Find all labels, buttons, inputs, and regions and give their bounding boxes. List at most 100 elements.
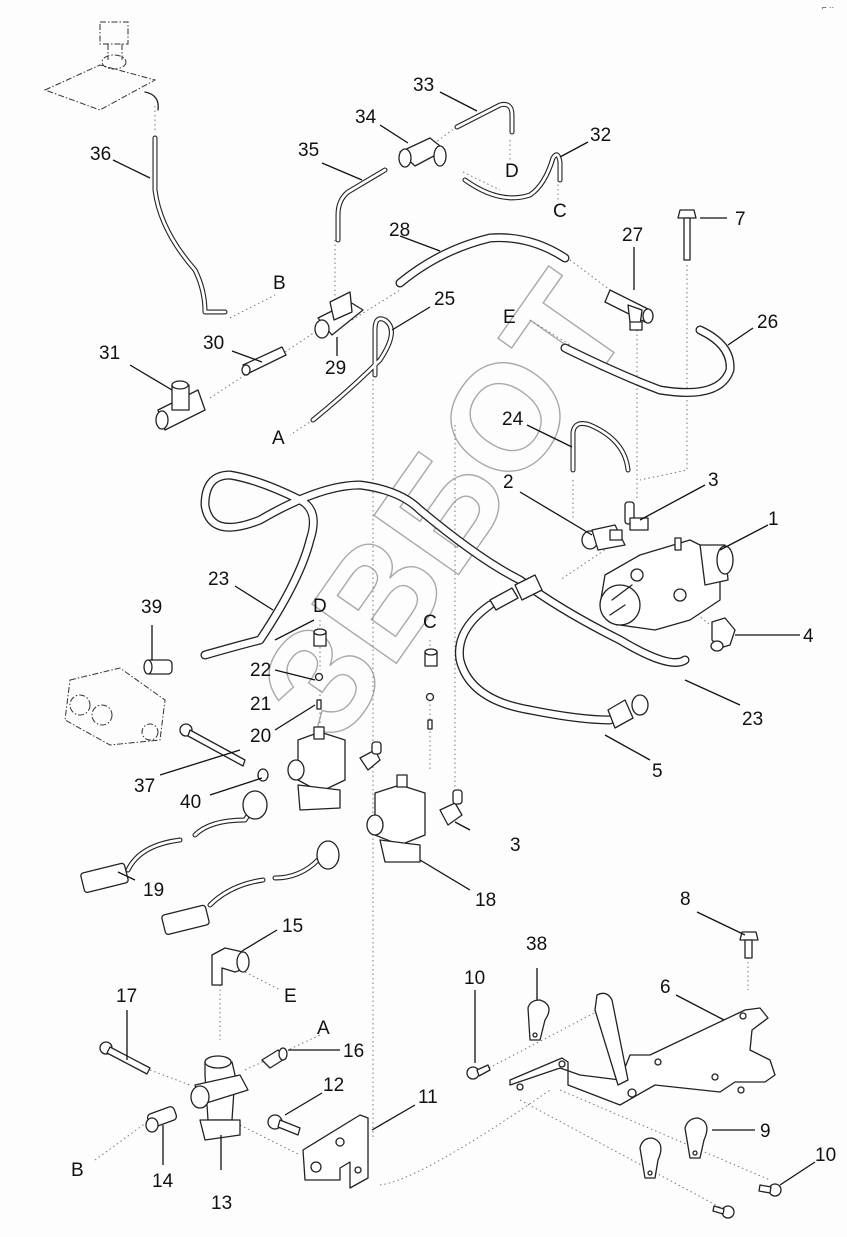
part-15-elbow (211, 947, 250, 986)
callout-25: 25 (434, 289, 455, 310)
part-37-bolt (179, 723, 246, 767)
part-24-tube (570, 421, 631, 473)
part-26-hose (560, 325, 735, 397)
callout-33: 33 (413, 75, 434, 96)
part-21-nut (314, 672, 324, 682)
part-12-bolt (267, 1114, 301, 1136)
letter-D-mid: D (313, 596, 327, 617)
part-36-tube (144, 91, 228, 315)
callout-23-right: 23 (742, 709, 763, 730)
callout-21: 21 (250, 694, 271, 715)
callout-37: 37 (134, 776, 155, 797)
callout-36: 36 (90, 144, 111, 165)
callout-2: 2 (503, 472, 514, 493)
callout-31: 31 (99, 343, 120, 364)
callout-12: 12 (323, 1075, 344, 1096)
letter-A-low: A (317, 1018, 330, 1039)
part-31-tee (155, 380, 206, 431)
part-11-plate (302, 1114, 369, 1189)
callout-4: 4 (803, 626, 814, 647)
callout-22: 22 (250, 660, 271, 681)
part-10-screw-upper (466, 1064, 491, 1080)
part-14-fitting (145, 1106, 178, 1133)
callout-11: 11 (418, 1087, 438, 1108)
part-6-bracket (509, 992, 776, 1106)
callout-6: 6 (660, 977, 671, 998)
part-29-tee (314, 291, 364, 339)
callout-7: 7 (735, 209, 746, 230)
part-1-valve-assembly (599, 537, 734, 631)
part-17-bolt (99, 1041, 151, 1075)
phantom-valve-top (43, 21, 157, 111)
callout-26: 26 (757, 312, 778, 333)
callout-20: 20 (250, 726, 271, 747)
solenoid-valve-upper (287, 726, 346, 811)
callout-16: 16 (343, 1041, 364, 1062)
nut-c-side (424, 648, 438, 730)
callouts: 36 35 34 33 32 28 27 7 30 29 31 25 26 24… (90, 75, 836, 1214)
callout-9: 9 (760, 1121, 771, 1142)
callout-10-upper: 10 (464, 968, 485, 989)
letter-A-mid: A (272, 428, 285, 449)
callout-32: 32 (590, 125, 611, 146)
callout-28: 28 (389, 220, 410, 241)
callout-15: 15 (282, 916, 303, 937)
callout-17: 17 (116, 986, 137, 1007)
part-13-valve (190, 1055, 249, 1141)
part-27-tee (604, 289, 654, 331)
part-39-fitting (143, 659, 173, 675)
letter-E-low: E (284, 986, 297, 1007)
part-28-hose (395, 233, 570, 288)
callout-8: 8 (680, 889, 691, 910)
letter-B-top: B (273, 273, 286, 294)
callout-3-lower: 3 (510, 835, 521, 856)
callout-29: 29 (325, 358, 346, 379)
callout-13: 13 (211, 1193, 232, 1214)
letter-E-top: E (503, 307, 516, 328)
part-22-nut (313, 628, 327, 647)
part-2-elbow (581, 524, 626, 551)
part-5-hose (454, 574, 649, 729)
phantom-valve-left (64, 667, 166, 746)
part-35-tube (335, 167, 388, 243)
clip-lower (639, 1137, 662, 1179)
part-10-screw-lower (758, 1183, 782, 1197)
letter-B-low: B (71, 1160, 84, 1181)
connection-letters: B D C E A D C E A B (71, 161, 567, 1181)
callout-23-left: 23 (208, 569, 229, 590)
leader-lines (112, 91, 816, 1186)
part-3-fitting-mid (359, 741, 382, 771)
part-7-bolt (677, 209, 697, 261)
callout-35: 35 (298, 140, 319, 161)
callout-19: 19 (143, 880, 164, 901)
part-30-sleeve (241, 346, 287, 376)
part-34-tee (398, 137, 447, 168)
letter-C-mid: C (423, 612, 437, 633)
part-20-pin (316, 699, 322, 710)
callout-38: 38 (526, 934, 547, 955)
letter-D-top: D (505, 161, 519, 182)
callout-27: 27 (622, 225, 643, 246)
callout-5: 5 (652, 761, 663, 782)
part-18-solenoid-valve (366, 774, 426, 863)
callout-18: 18 (475, 890, 496, 911)
part-19-connector-harness (80, 790, 340, 936)
part-33-tube (454, 102, 515, 135)
letter-C-top: C (553, 201, 567, 222)
part-3-fitting-lower (439, 789, 463, 826)
callout-10-lower: 10 (815, 1145, 836, 1166)
callout-34: 34 (355, 107, 377, 128)
part-9-clip (684, 1117, 708, 1159)
part-3-fitting-upper (624, 501, 649, 531)
callout-30: 30 (203, 333, 224, 354)
callout-24: 24 (502, 409, 524, 430)
part-8-bolt (739, 931, 759, 959)
callout-40: 40 (180, 792, 201, 813)
part-32-tube (462, 152, 563, 201)
callout-1: 1 (768, 509, 779, 530)
part-38-clip (527, 999, 550, 1041)
corner-mark: ⌐ ·· (822, 3, 834, 12)
screw-bottom (712, 1205, 735, 1219)
part-16-fitting (261, 1047, 288, 1069)
